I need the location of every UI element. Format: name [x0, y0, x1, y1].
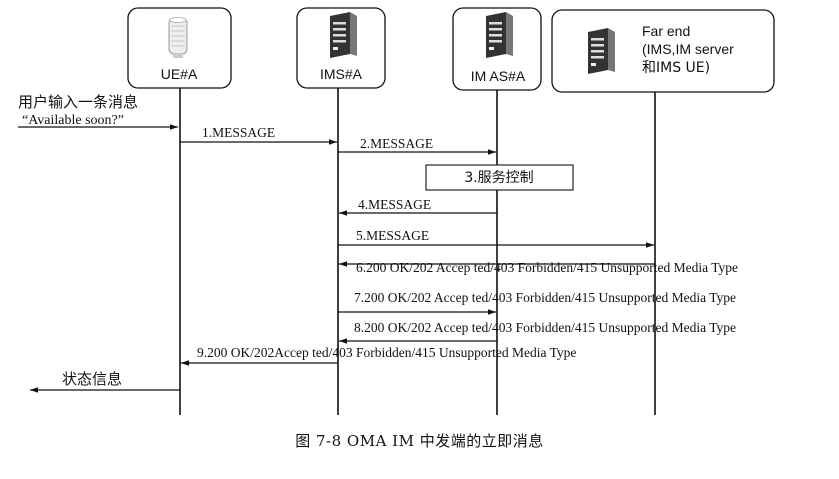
entity-im-as: IM AS#A	[452, 7, 542, 91]
figure-caption: 图 7-8 OMA IM 中发端的立即消息	[295, 432, 544, 450]
server-tower-icon	[588, 28, 615, 74]
server-tower-icon	[330, 12, 357, 58]
entity-ims: IMS#A	[296, 7, 386, 89]
message-label-4: 4.MESSAGE	[358, 197, 431, 212]
user-input-label: 用户输入一条消息	[18, 93, 138, 111]
message-label-9: 9.200 OK/202Accep ted/403 Forbidden/415 …	[197, 345, 576, 360]
message-label-7: 7.200 OK/202 Accep ted/403 Forbidden/415…	[354, 290, 736, 305]
phone-device-icon	[168, 17, 188, 58]
entity-label-far-end-line2: (IMS,IM server	[642, 41, 734, 57]
status-info-label: 状态信息	[62, 370, 122, 388]
entity-label-far-end-line3: 和IMS UE)	[642, 60, 710, 76]
server-tower-icon	[486, 12, 513, 58]
entity-label-ue: UE#A	[161, 66, 198, 82]
message-label-6: 6.200 OK/202 Accep ted/403 Forbidden/415…	[356, 260, 738, 275]
entity-ue: UE#A	[127, 7, 232, 89]
entity-far-end: Far end (IMS,IM server 和IMS UE)	[551, 9, 775, 93]
user-input-message: “Available soon?”	[22, 113, 124, 128]
message-label-1: 1.MESSAGE	[202, 125, 275, 140]
entity-label-far-end-line1: Far end	[642, 23, 690, 39]
message-label-8: 8.200 OK/202 Accep ted/403 Forbidden/415…	[354, 320, 736, 335]
entity-label-ims: IMS#A	[320, 66, 363, 82]
entity-label-im-as: IM AS#A	[471, 68, 526, 84]
message-label-2: 2.MESSAGE	[360, 136, 433, 151]
message-label-5: 5.MESSAGE	[356, 228, 429, 243]
message-label-3: 3.服务控制	[464, 170, 533, 186]
service-control-box	[425, 164, 574, 191]
